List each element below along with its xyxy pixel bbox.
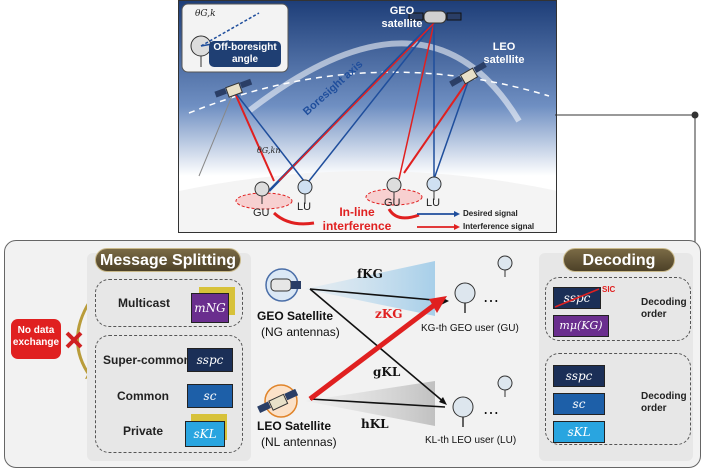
decoding-order-top: Decoding order	[641, 297, 687, 320]
sic-strike	[554, 288, 600, 308]
no-data-exchange-badge: No data exchange	[11, 319, 61, 359]
leo-satellite-panel-icon	[257, 384, 299, 418]
decoding-order-bottom: Decoding order	[641, 391, 687, 414]
multicast-symbol: mNG	[191, 293, 229, 323]
super-common-label: Super-common	[103, 353, 192, 367]
legend-interference-label: Interference signal	[463, 222, 535, 231]
lu-ellipsis: ⋯	[483, 405, 499, 422]
gu-decoding-box	[545, 277, 691, 341]
gu-ellipsis: ⋯	[483, 293, 499, 310]
gu-left-label: GU	[253, 207, 270, 219]
leo-satellite-left-icon	[214, 78, 253, 98]
lu-decoding-box	[545, 353, 691, 445]
leo-satellite-label: LEO satellite	[483, 41, 525, 66]
unicast-box	[95, 335, 243, 453]
lu-right-label: LU	[426, 197, 441, 209]
scene-graphic	[179, 1, 556, 232]
leo-satellite-title: LEO Satellite	[257, 419, 332, 433]
lu-user-label: KL-th LEO user (LU)	[425, 435, 517, 446]
common-symbol: sc	[187, 384, 233, 408]
message-splitting-title: Message Splitting	[95, 248, 241, 272]
lu-dec-spc-symbol: sspc	[553, 365, 605, 387]
gu-user-dish-2-icon	[497, 255, 513, 277]
decoding-title: Decoding	[563, 248, 675, 272]
h-channel-label: hKL	[361, 417, 389, 431]
common-label: Common	[117, 389, 169, 403]
gu-dec-multicast-symbol: mμ(KG)	[553, 315, 609, 337]
geo-satellite-label: GEO satellite	[381, 5, 423, 30]
geo-satellite-panel-icon	[265, 268, 301, 302]
private-label: Private	[123, 424, 164, 438]
gu-right-label: GU	[384, 197, 401, 209]
geo-satellite-title: GEO Satellite	[257, 309, 334, 323]
gu-dish-right-icon	[386, 177, 402, 200]
gu-user-dish-icon	[454, 282, 476, 313]
system-model-panel: Message Splitting Multicast Super-common…	[4, 240, 701, 468]
multicast-label: Multicast	[118, 296, 171, 310]
g-channel-label: gKL	[373, 365, 401, 379]
lu-dec-private-symbol: sKL	[553, 421, 605, 443]
leo-satellite-antennas: (NL antennas)	[261, 435, 337, 449]
geo-satellite-icon	[408, 10, 462, 24]
lu-dec-common-symbol: sc	[553, 393, 605, 415]
lu-user-dish-icon	[452, 396, 474, 427]
gu-user-label: KG-th GEO user (GU)	[421, 323, 519, 334]
sic-label: SIC	[602, 285, 616, 294]
theta-mid-label: θG,kn	[257, 146, 281, 155]
satellite-scene: θG,k Off-boresight angle GEO satellite L…	[178, 0, 557, 233]
lu-left-label: LU	[297, 201, 312, 213]
lu-user-dish-2-icon	[497, 375, 513, 397]
multicast-box	[95, 279, 243, 327]
inline-interference-label: In-line interference	[322, 205, 392, 233]
leo-satellite-icon	[449, 61, 487, 87]
f-channel-label: fKG	[357, 267, 383, 281]
private-symbol: sKL	[185, 421, 225, 447]
legend-desired-label: Desired signal	[463, 209, 518, 218]
z-channel-label: zKG	[375, 307, 403, 321]
lu-dish-left-icon	[297, 179, 313, 204]
gu-dish-left-icon	[254, 181, 270, 204]
super-common-symbol: sspc	[187, 348, 233, 372]
no-exchange-x-icon	[65, 331, 83, 349]
off-boresight-label: Off-boresight angle	[209, 41, 281, 67]
theta-top-label: θG,k	[195, 9, 216, 19]
lu-dish-right-icon	[426, 176, 442, 200]
geo-satellite-antennas: (NG antennas)	[261, 325, 340, 339]
